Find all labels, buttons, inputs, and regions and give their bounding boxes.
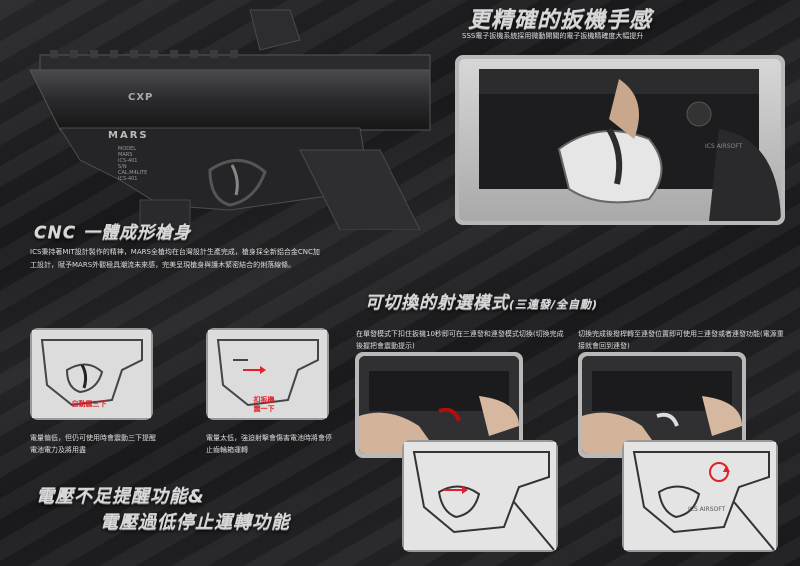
fire-mode-left-desc: 在單發模式下扣住扳機10秒即可在三連發和連發模式切換(切換完成後握把會震動提示) [356,330,564,350]
precision-trigger-desc: SSS電子扳機系統採用微動開關的電子扳機精確度大幅提升 [462,32,644,40]
receiver-engraving-bottom: ICS AIRSOFT [688,506,726,513]
voltage-title-line1: 電壓不足提醒功能& [36,486,205,507]
gun-brand-mark: CXP [128,92,154,103]
cnc-desc-line2: 工設計，賦予MARS外觀極具潮流未來感，完美呈現槍身與護木緊密結合的俐落線條。 [30,261,296,269]
pull-trigger-label: 扣扳機 震一下 [234,396,294,414]
fire-mode-right-desc: 切換完成後撥桿轉至連發位置即可使用三連發或者連發功能(電源重接就會回到連發) [578,330,784,350]
auto-vibrate-three-label: 自動震三下 [71,400,107,408]
high-voltage-desc: 電量太低，強迫射擊會傷害電池時將會停止齒輪箱運轉 [206,434,332,454]
gun-receiver-image [0,0,440,231]
gun-engraving-lines: MODEL MARS ICS-401 S/N CAL.M4LITE ICS-40… [118,146,147,182]
engraving-line: MODEL [118,146,137,152]
engraving-line: CAL.M4LITE [118,170,148,176]
fire-mode-diagram-right [622,440,778,552]
trigger-closeup-photo [455,55,785,225]
engraving-line: MARS [118,152,133,158]
engraving-line: S/N [118,164,127,170]
pull-trigger-vibrate-once-thumb [206,328,329,420]
voltage-title-line2: 電壓過低停止運轉功能 [100,512,290,533]
cnc-title: CNC 一體成形槍身 [34,223,192,243]
precision-trigger-title: 更精確的扳機手感 [468,8,653,33]
fire-mode-subtitle: (三連發/全自動) [509,298,599,311]
fire-mode-diagram-left [402,440,558,552]
engraving-line: ICS-401 [118,158,138,164]
pull-trigger-label-line2: 震一下 [253,405,275,413]
cnc-desc-line1: ICS秉持著MIT設計製作的精神，MARS全槍均在台灣設計生產完成，槍身採全新鋁… [30,248,320,256]
fire-mode-title-main: 可切換的射選模式 [365,293,509,313]
gun-model-mark: MARS [108,130,149,141]
low-voltage-desc: 電量偏低，但仍可使用時會震動三下提醒電池電力及將用盡 [30,434,156,454]
engraving-line: ICS-401 [118,176,138,182]
fire-mode-title: 可切換的射選模式(三連發/全自動) [365,288,598,313]
auto-vibrate-three-thumb [30,328,153,420]
pull-trigger-label-line1: 扣扳機 [253,396,275,404]
receiver-engraving-top: ICS AIRSOFT [705,143,743,150]
